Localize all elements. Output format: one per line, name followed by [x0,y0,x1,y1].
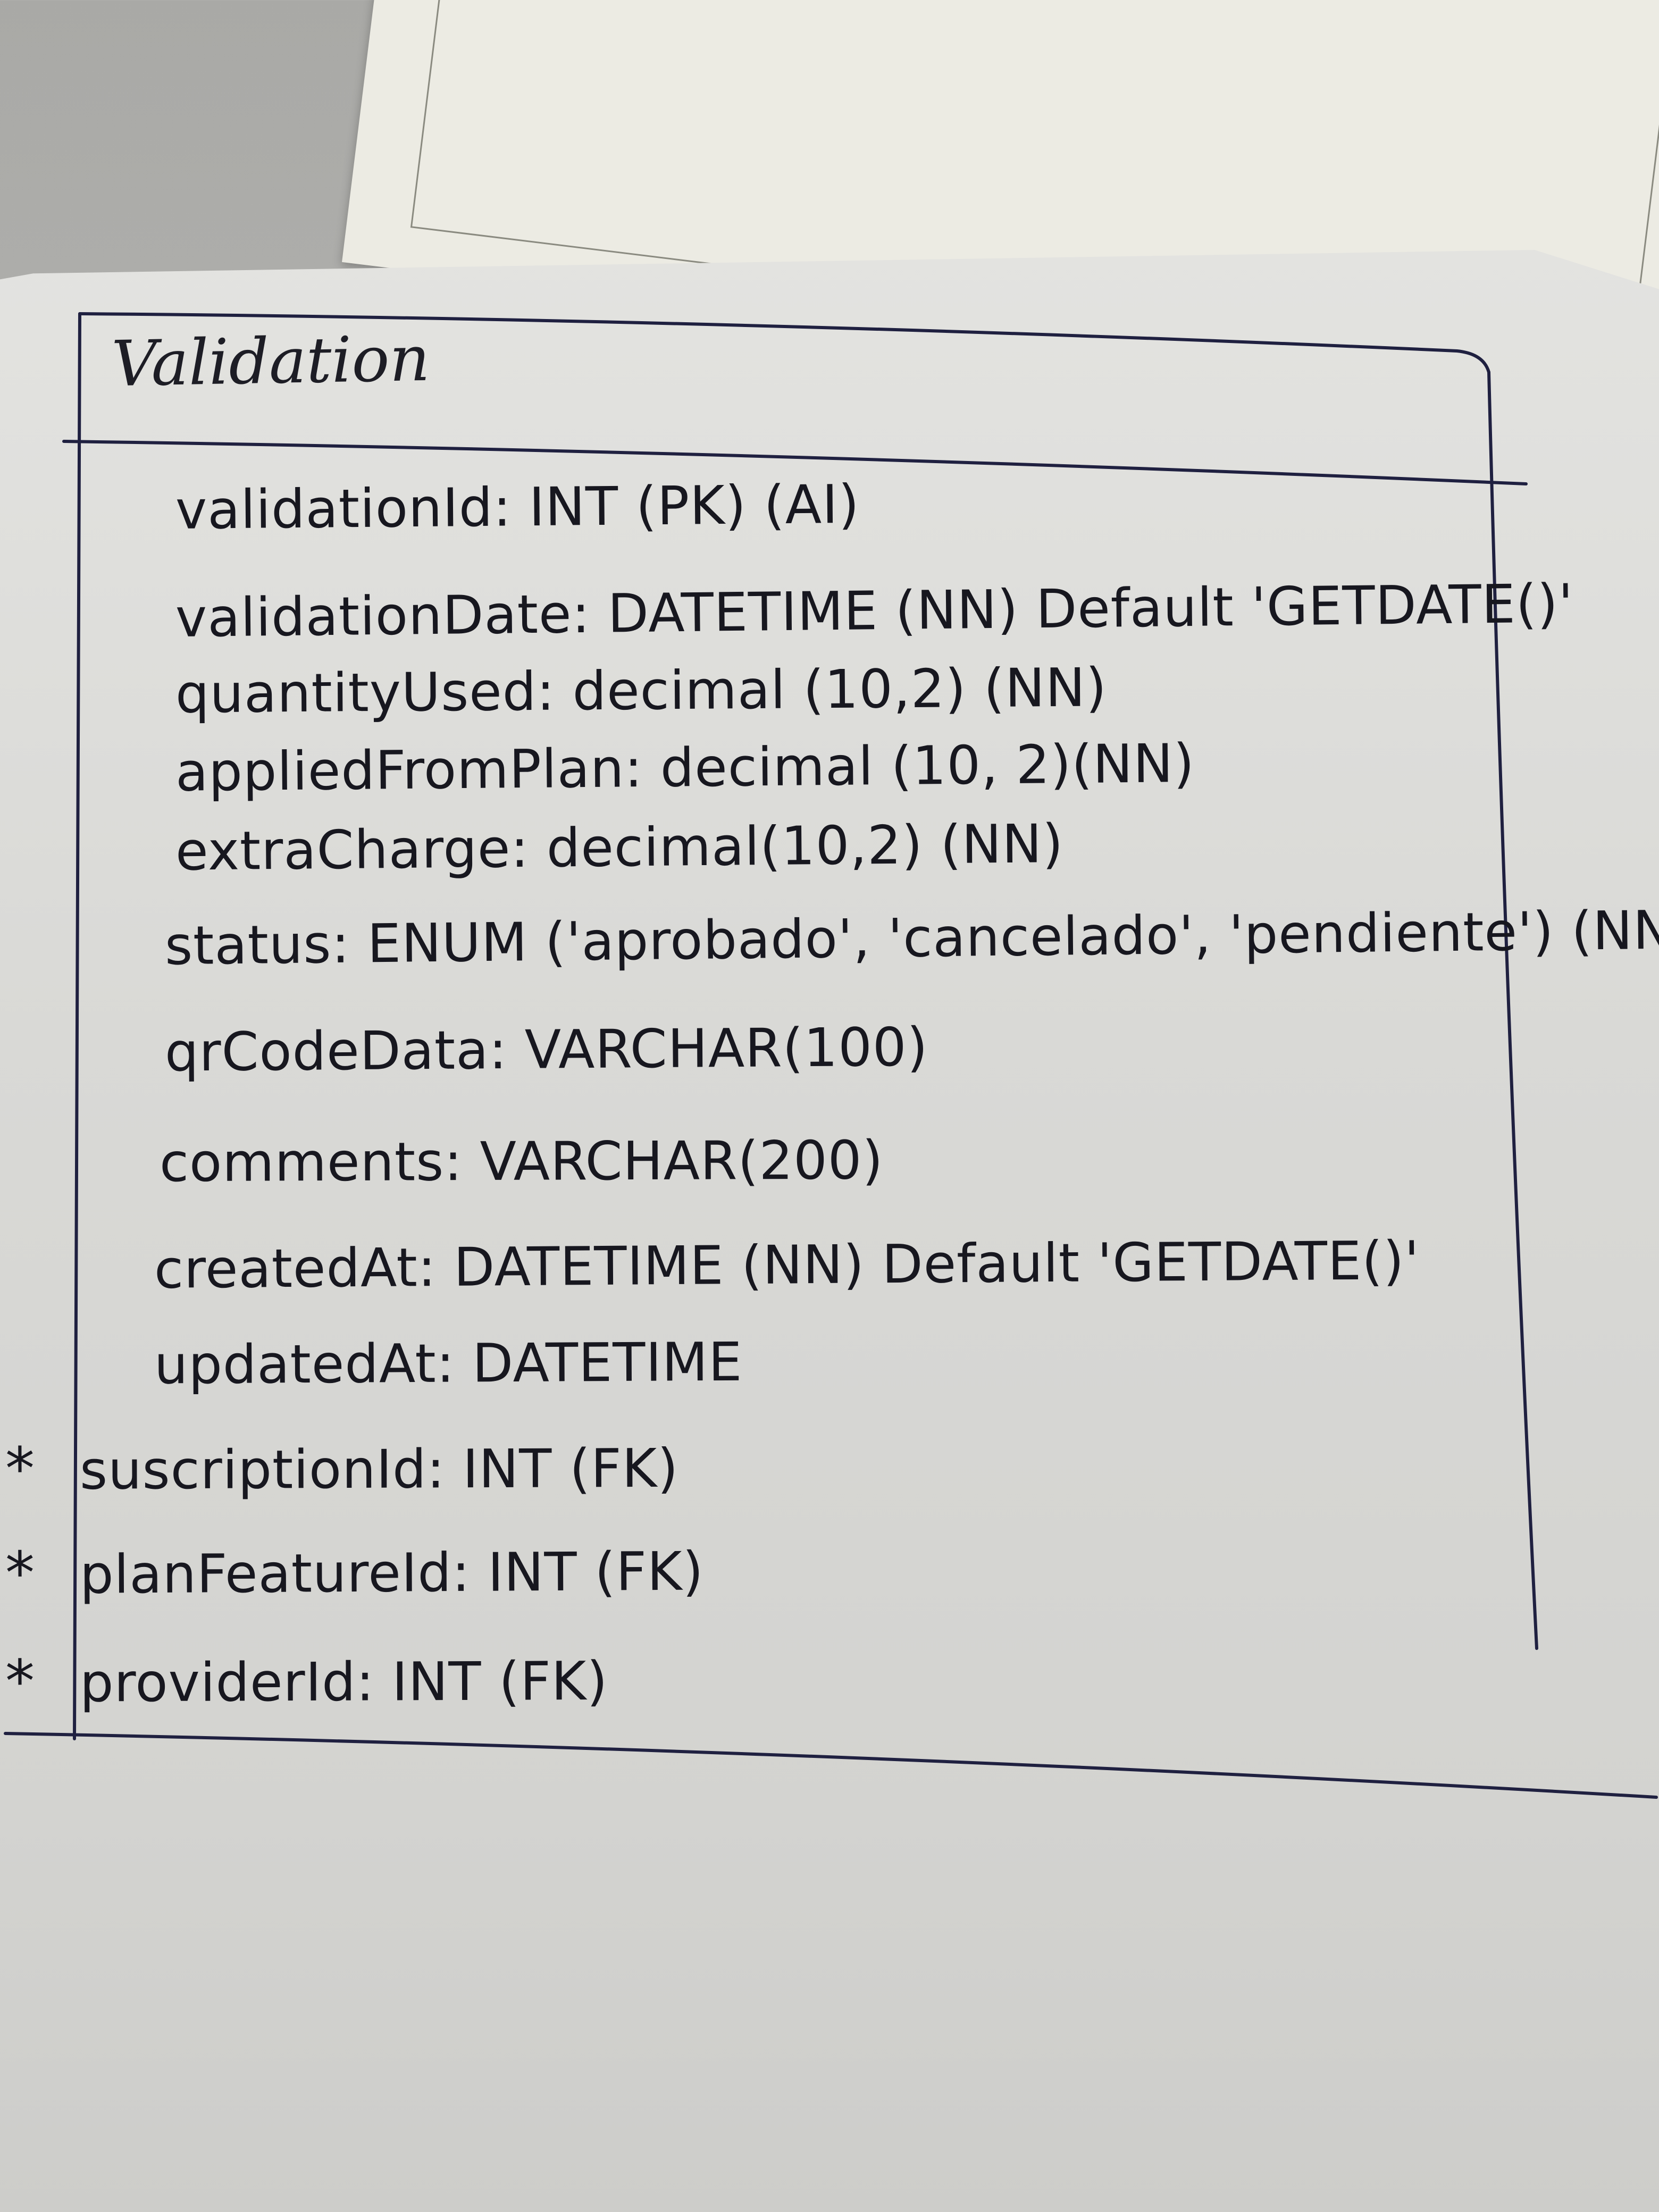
entity-title: Validation [111,321,431,401]
attribute-row: createdAt: DATETIME (NN) Default 'GETDAT… [80,1229,1420,1301]
attribute-row: validationId: INT (PK) (AI) [101,473,860,541]
attribute-row-foreign-key: * suscriptionId: INT (FK) [5,1435,679,1503]
entity-title-separator [62,440,1528,485]
main-paper-sheet [0,250,1659,2212]
fk-marker [101,636,175,637]
attribute-row: extraCharge: decimal(10,2) (NN) [101,812,1064,883]
attribute-text: updatedAt: DATETIME [154,1330,743,1396]
attribute-text: providerId: INT (FK) [79,1650,608,1714]
attribute-text: suscriptionId: INT (FK) [79,1437,679,1502]
attribute-row: comments: VARCHAR(200) [85,1129,884,1194]
fk-marker [90,964,165,965]
entity-box-top-edge [78,312,1490,374]
attribute-text: comments: VARCHAR(200) [159,1129,884,1194]
attribute-text: appliedFromPlan: decimal (10, 2)(NN) [175,732,1195,803]
attribute-text: planFeatureId: INT (FK) [79,1540,704,1606]
attribute-row: quantityUsed: decimal (10,2) (NN) [101,656,1108,725]
attribute-text: extraCharge: decimal(10,2) (NN) [175,812,1064,883]
attribute-text: qrCodeData: VARCHAR(100) [164,1016,928,1084]
attribute-row: qrCodeData: VARCHAR(100) [90,1016,928,1084]
attribute-row-foreign-key: * planFeatureId: INT (FK) [5,1539,704,1607]
attribute-row: appliedFromPlan: decimal (10, 2)(NN) [101,732,1195,803]
entity-box-bottom-edge [4,1732,1658,1799]
attribute-text: createdAt: DATETIME (NN) Default 'GETDAT… [154,1229,1420,1301]
entity-box-right-edge [1487,371,1538,1650]
attribute-row-foreign-key: * providerId: INT (FK) [5,1647,608,1715]
attribute-text: validationId: INT (PK) (AI) [175,473,860,542]
attribute-text: quantityUsed: decimal (10,2) (NN) [175,656,1108,725]
attribute-row: validationDate: DATETIME (NN) Default 'G… [101,573,1573,650]
fk-marker: * [5,1435,36,1503]
fk-marker: * [5,1647,36,1715]
entity-box-left-edge [73,312,81,1740]
fk-marker: * [5,1539,36,1607]
attribute-row: status: ENUM ('aprobado', 'cancelado', '… [90,899,1659,977]
attribute-row: updatedAt: DATETIME [80,1331,743,1396]
